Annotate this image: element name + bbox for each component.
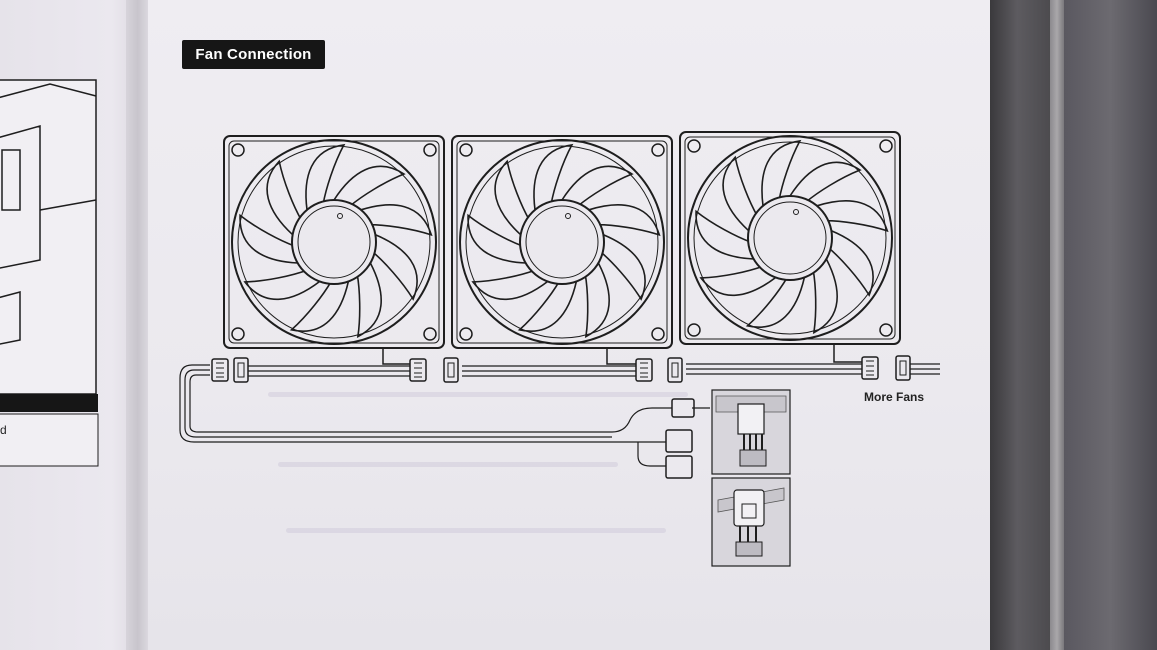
more-fans-label: More Fans — [864, 390, 925, 404]
connector — [895, 355, 911, 381]
connector — [635, 358, 653, 382]
section-title-badge: Fan Connection — [182, 40, 325, 69]
fan-2 — [451, 135, 673, 349]
box-side — [1064, 0, 1157, 650]
book-gutter — [126, 0, 152, 650]
pwm-plug — [671, 398, 695, 418]
splitter-plug — [665, 455, 693, 479]
connector — [667, 357, 683, 383]
left-page-illustration — [0, 79, 97, 395]
left-page-table-cell — [0, 413, 99, 467]
box-strip — [1050, 0, 1064, 650]
left-page-text-fragment: d — [0, 423, 7, 437]
box-edge — [990, 0, 1058, 650]
splitter-plug — [665, 429, 693, 453]
fan-3 — [679, 131, 901, 345]
connector — [443, 357, 459, 383]
header-inset-bottom — [711, 477, 791, 567]
right-manual-page — [148, 0, 1000, 650]
header-inset-top — [711, 389, 791, 475]
connector — [861, 356, 879, 380]
fan-cables — [382, 344, 862, 365]
daisy-chain-cable — [179, 363, 940, 467]
connector — [409, 358, 427, 382]
left-page-black-bar — [0, 394, 98, 412]
fan-1 — [223, 135, 445, 349]
connector — [233, 357, 249, 383]
connector — [211, 358, 229, 382]
